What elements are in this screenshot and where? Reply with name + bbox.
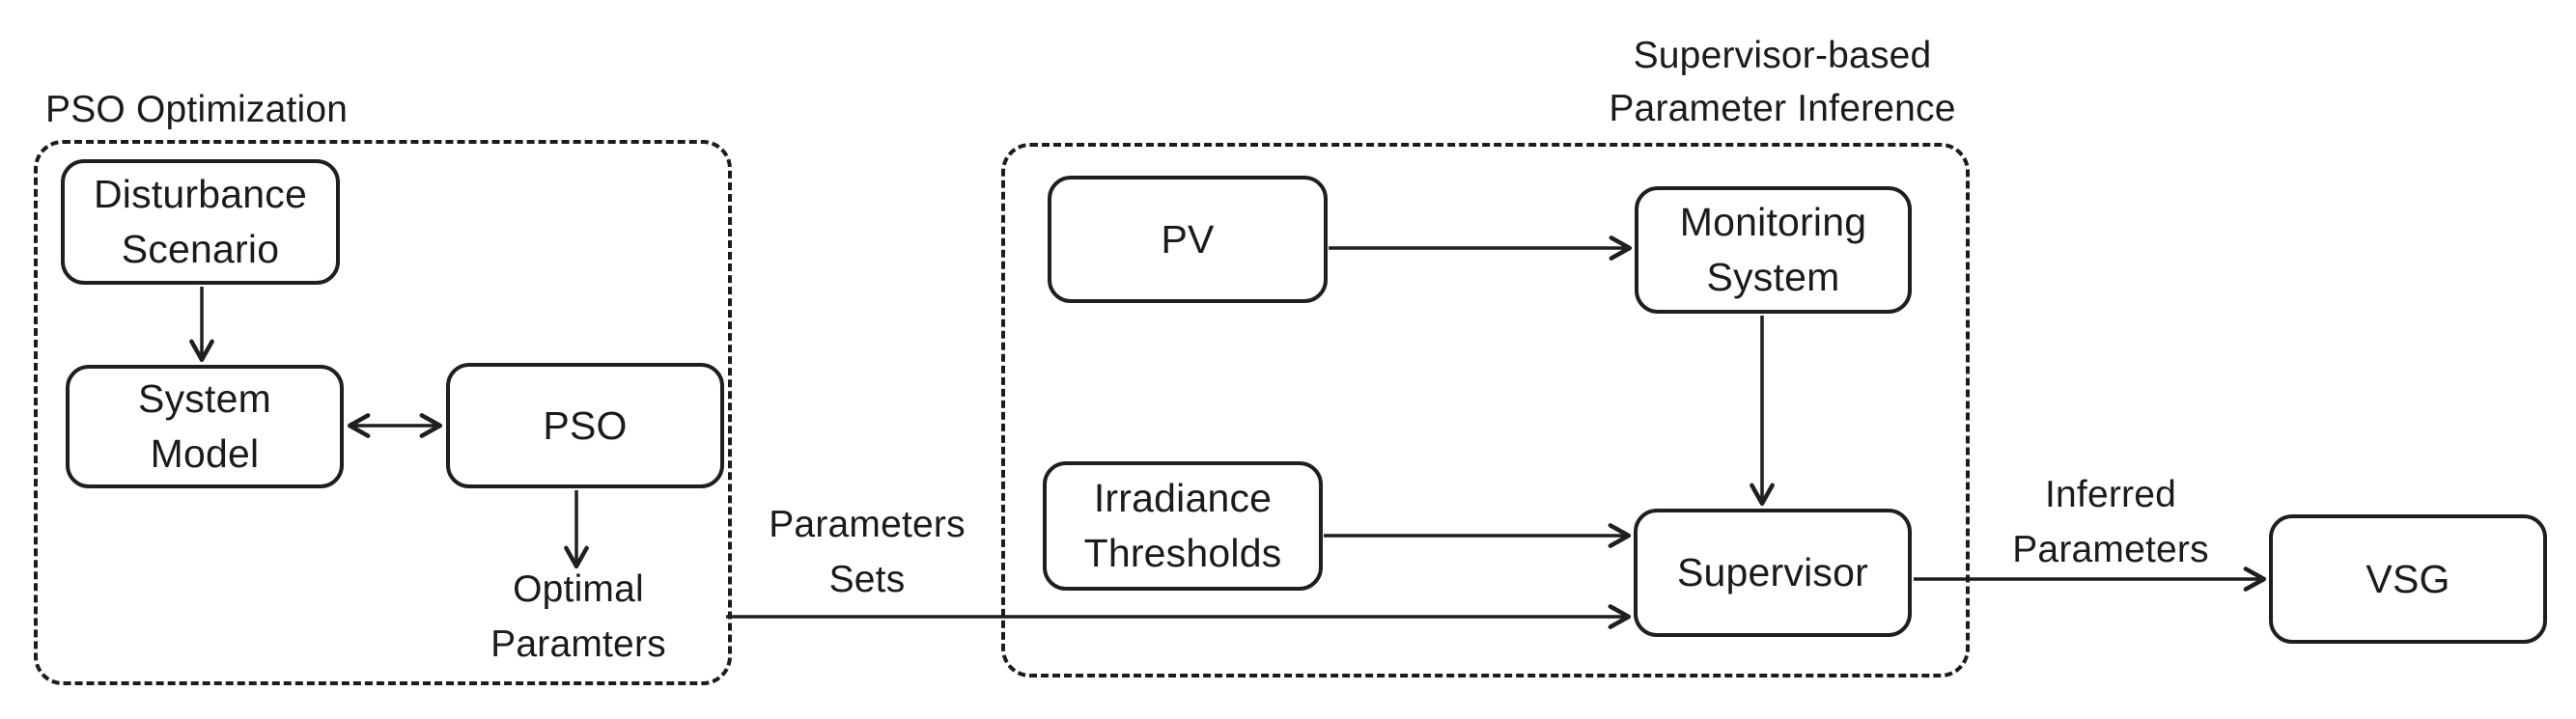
node-pso: PSO bbox=[446, 363, 724, 488]
edge-label-optimal-parameters: Optimal Paramters bbox=[490, 568, 666, 665]
edge-label-parameters-sets: Parameters Sets bbox=[769, 504, 966, 600]
node-monitoring-system: Monitoring System bbox=[1635, 186, 1912, 314]
node-system-model: System Model bbox=[66, 365, 344, 488]
node-pv: PV bbox=[1048, 176, 1328, 303]
node-irradiance-thresholds: Irradiance Thresholds bbox=[1043, 461, 1323, 591]
group-pso-optimization bbox=[34, 140, 732, 685]
group-supervisor-parameter-inference bbox=[1001, 143, 1970, 678]
edge-label-inferred-parameters: Inferred Parameters bbox=[2012, 474, 2209, 570]
node-supervisor: Supervisor bbox=[1634, 509, 1912, 637]
group-title-pso-optimization: PSO Optimization bbox=[45, 89, 349, 130]
node-disturbance-scenario: Disturbance Scenario bbox=[61, 159, 340, 285]
node-vsg: VSG bbox=[2269, 514, 2547, 644]
group-title-supervisor-parameter-inference: Supervisor-based Parameter Inference bbox=[1609, 35, 1956, 129]
